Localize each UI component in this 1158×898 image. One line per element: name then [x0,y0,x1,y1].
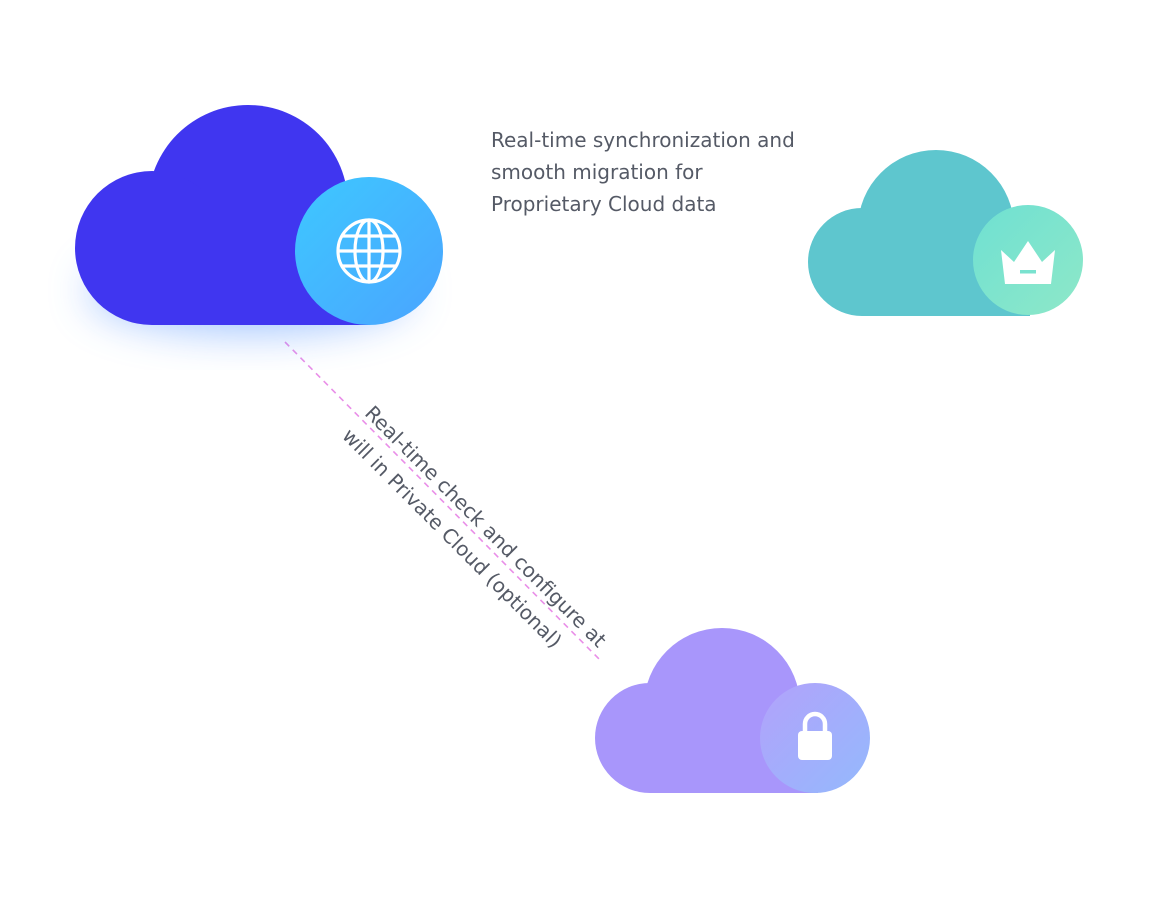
sync-label-line-2: smooth migration for [491,160,703,184]
sync-connection-label: Real-time synchronization and smooth mig… [491,124,795,220]
private-cloud-shape [595,628,818,793]
proprietary-cloud-node[interactable] [808,150,1083,316]
private-connector-dashed [284,341,603,663]
crown-icon [1001,241,1055,284]
main-cloud-node[interactable] [75,105,443,330]
private-cloud-node[interactable] [595,628,870,793]
sync-connector [458,236,792,259]
globe-icon [336,218,402,284]
lock-icon [798,711,832,760]
sync-label-line-1: Real-time synchronization and [491,128,795,152]
sync-label-line-3: Proprietary Cloud data [491,192,717,216]
